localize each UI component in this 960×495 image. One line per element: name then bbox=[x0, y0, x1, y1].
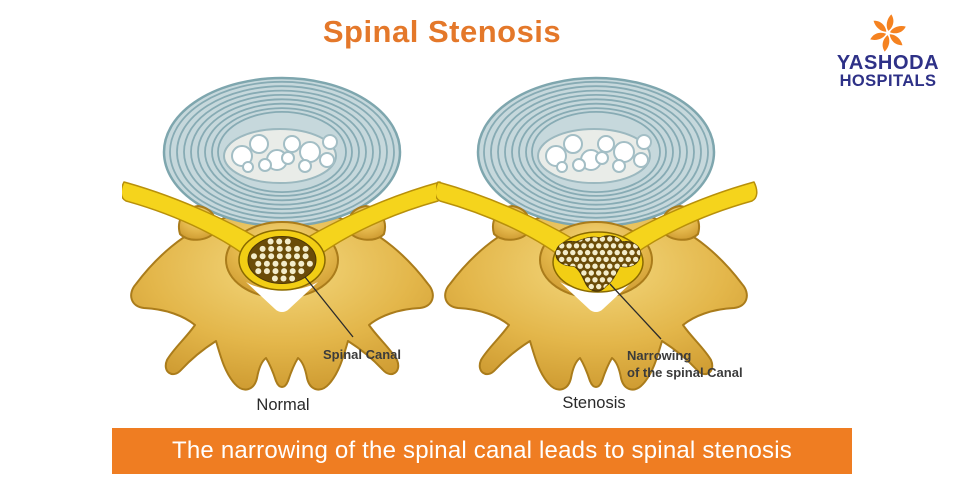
label-spinal-canal-text: Spinal Canal bbox=[323, 347, 402, 362]
logo-text-yashoda: YASHODA bbox=[836, 52, 940, 74]
caption-normal: Normal bbox=[256, 396, 310, 414]
spinal-canal-normal bbox=[238, 229, 326, 291]
intervertebral-disc bbox=[476, 76, 716, 228]
label-narrowing-of-spinal-canal: Narrowing of the spinal Canal bbox=[627, 347, 743, 381]
bottom-banner: The narrowing of the spinal canal leads … bbox=[112, 428, 852, 474]
panel-stenosis bbox=[434, 70, 766, 410]
label-narrowing-line2: of the spinal Canal bbox=[627, 365, 743, 380]
pointer-line bbox=[304, 276, 354, 338]
panel-normal bbox=[120, 70, 452, 410]
logo-text-hospitals: HOSPITALS bbox=[839, 72, 937, 90]
vertebra-illustration-stenosis bbox=[434, 76, 758, 391]
spinal-canal-narrowed bbox=[552, 231, 644, 293]
intervertebral-disc bbox=[162, 76, 402, 228]
notch bbox=[246, 282, 318, 312]
page-title: Spinal Stenosis bbox=[322, 14, 562, 49]
vertebra-illustration-normal bbox=[120, 76, 444, 391]
pointer-line bbox=[609, 283, 662, 340]
label-spinal-canal: Spinal Canal bbox=[323, 346, 401, 363]
logo-flower-icon bbox=[870, 14, 906, 52]
label-narrowing-line1: Narrowing bbox=[627, 348, 692, 363]
hospital-logo: YASHODA HOSPITALS bbox=[818, 12, 958, 90]
caption-stenosis: Stenosis bbox=[562, 394, 626, 412]
